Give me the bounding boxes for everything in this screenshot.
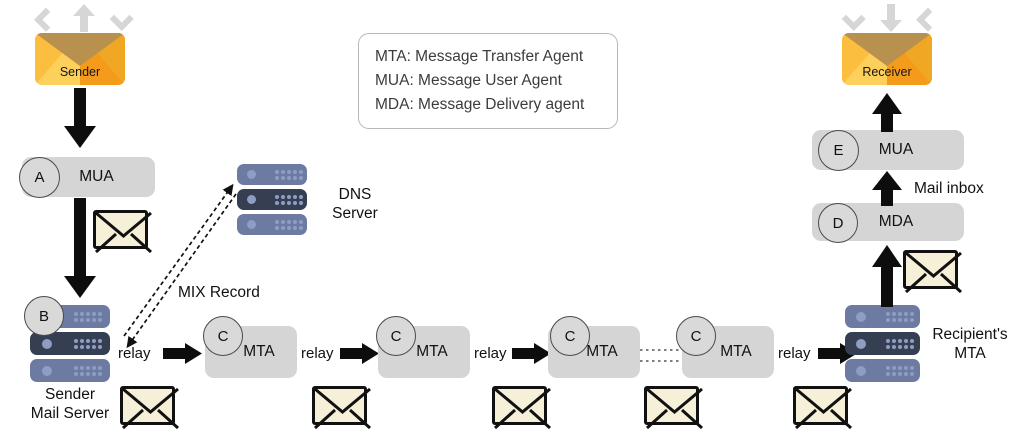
letter-icon-7: [903, 250, 963, 294]
step-badge-a: A: [19, 157, 60, 198]
letter-icon-1: [93, 210, 153, 254]
sender-envelope: Sender: [35, 33, 125, 85]
letter-icon-3: [312, 386, 372, 430]
sender-ghost-arrows-icon: [33, 4, 134, 32]
step-badge-c-2-text: C: [390, 327, 402, 345]
sender-mua-label: MUA: [79, 168, 114, 185]
step-badge-d-text: D: [832, 214, 844, 232]
step-badge-e-text: E: [833, 142, 844, 159]
step-badge-a-text: A: [34, 169, 45, 186]
arrow-recipientmta-to-mda-icon: [872, 245, 902, 307]
mta-ellipsis-connector-icon: [640, 349, 682, 362]
relay-label-3: relay: [474, 345, 507, 362]
dns-server-label-line1: DNS: [338, 186, 372, 203]
step-badge-c-1-text: C: [217, 327, 229, 345]
step-badge-e: E: [818, 130, 859, 171]
step-badge-b: B: [24, 296, 64, 336]
arrow-mda-to-mua-icon: [872, 171, 902, 206]
legend-box: MTA: Message Transfer Agent MUA: Message…: [358, 33, 618, 130]
relay-label-1: relay: [118, 345, 151, 362]
receiver-ghost-arrows-icon: [841, 4, 933, 32]
recipient-mta-server-icon: [845, 305, 920, 386]
step-badge-b-text: B: [38, 307, 49, 325]
step-badge-c-3: C: [550, 316, 590, 356]
step-badge-d: D: [818, 203, 858, 243]
step-badge-c-4-text: C: [690, 327, 702, 345]
relay-arrow-2-icon: [340, 343, 379, 364]
receiver-envelope: Receiver: [842, 33, 932, 85]
legend-line-mua: MUA: Message User Agent: [375, 72, 562, 90]
relay-arrow-3-icon: [512, 343, 551, 364]
legend-line-mta: MTA: Message Transfer Agent: [375, 48, 584, 65]
dns-server-label: DNS Server: [315, 185, 395, 224]
legend-line-mda: MDA: Message Delivery agent: [375, 96, 585, 114]
dns-query-response-arrows-icon: [123, 183, 237, 349]
sender-mail-server-label-line2: Mail Server: [30, 405, 110, 423]
letter-icon-6: [793, 386, 853, 430]
recipient-mta-label-line1: Recipient's: [932, 326, 1008, 343]
recipient-mta-label: Recipient's MTA: [925, 325, 1015, 364]
mix-record-label: MIX Record: [178, 284, 260, 301]
arrow-mua-to-mailserver-icon: [64, 198, 96, 298]
letter-icon-4: [492, 386, 552, 430]
step-badge-c-1: C: [203, 316, 243, 356]
receiver-envelope-label: Receiver: [862, 65, 912, 79]
step-badge-c-2: C: [376, 316, 416, 356]
arrow-sender-to-mua-icon: [64, 88, 96, 148]
mta-label-1: MTA: [243, 343, 275, 360]
mail-inbox-label: Mail inbox: [914, 180, 984, 197]
sender-envelope-label: Sender: [59, 65, 101, 79]
recipient-mta-label-line2: MTA: [954, 345, 986, 363]
mta-label-2: MTA: [416, 343, 448, 360]
mta-label-4: MTA: [720, 343, 752, 360]
mta-label-3: MTA: [586, 343, 618, 360]
step-badge-c-4: C: [676, 316, 716, 356]
recipient-mda-label: MDA: [878, 213, 914, 230]
dns-server-icon: [237, 164, 307, 239]
recipient-mua-label: MUA: [878, 141, 914, 158]
relay-label-2: relay: [301, 345, 334, 362]
step-badge-c-3-text: C: [564, 327, 576, 345]
sender-mail-server-label: Sender Mail Server: [10, 385, 130, 424]
letter-icon-5: [644, 386, 704, 430]
dns-server-label-line2: Server: [332, 205, 378, 223]
relay-label-4: relay: [778, 345, 811, 362]
relay-arrow-1-icon: [163, 343, 202, 364]
sender-mail-server-label-line1: Sender: [45, 386, 95, 403]
arrow-mua-to-receiver-icon: [872, 93, 902, 132]
letter-icon-2: [120, 386, 180, 430]
